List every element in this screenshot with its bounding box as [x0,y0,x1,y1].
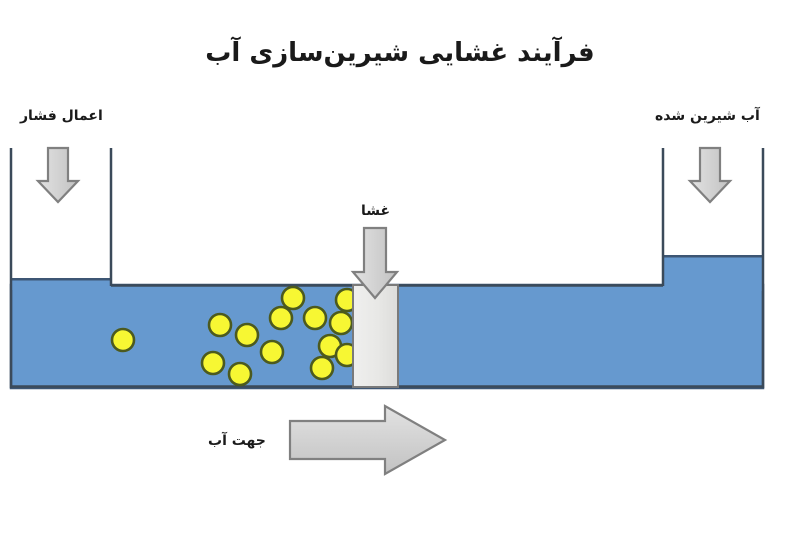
freshwater-arrow [687,146,733,204]
salt-particle [207,312,233,338]
salt-particle [227,361,253,387]
pressure-label: اعمال فشار [20,108,103,124]
pressure-arrow [35,146,81,204]
salt-particle [268,305,294,331]
page-title: فرآیند غشایی شیرین‌سازی آب [205,38,595,68]
salt-particle [309,355,335,381]
salt-particle [200,350,226,376]
flow-direction-arrow [288,404,448,476]
salt-particle [110,327,136,353]
salt-particle [234,322,260,348]
water-right-tank [663,255,763,291]
salt-particle [280,285,306,311]
water-left-tank-surface [11,278,111,281]
membrane-label: غشا [361,203,391,219]
water-left-tank [11,278,111,290]
salt-particle [302,305,328,331]
membrane-block [352,284,399,388]
salt-particle [259,339,285,365]
salt-particles [110,285,360,387]
flow-direction-label: جهت آب [208,433,266,449]
freshwater-label: آب شیرین شده [655,108,760,124]
salt-particle [328,310,354,336]
membrane-arrow [350,226,400,300]
water-right-tank-surface [663,255,763,258]
